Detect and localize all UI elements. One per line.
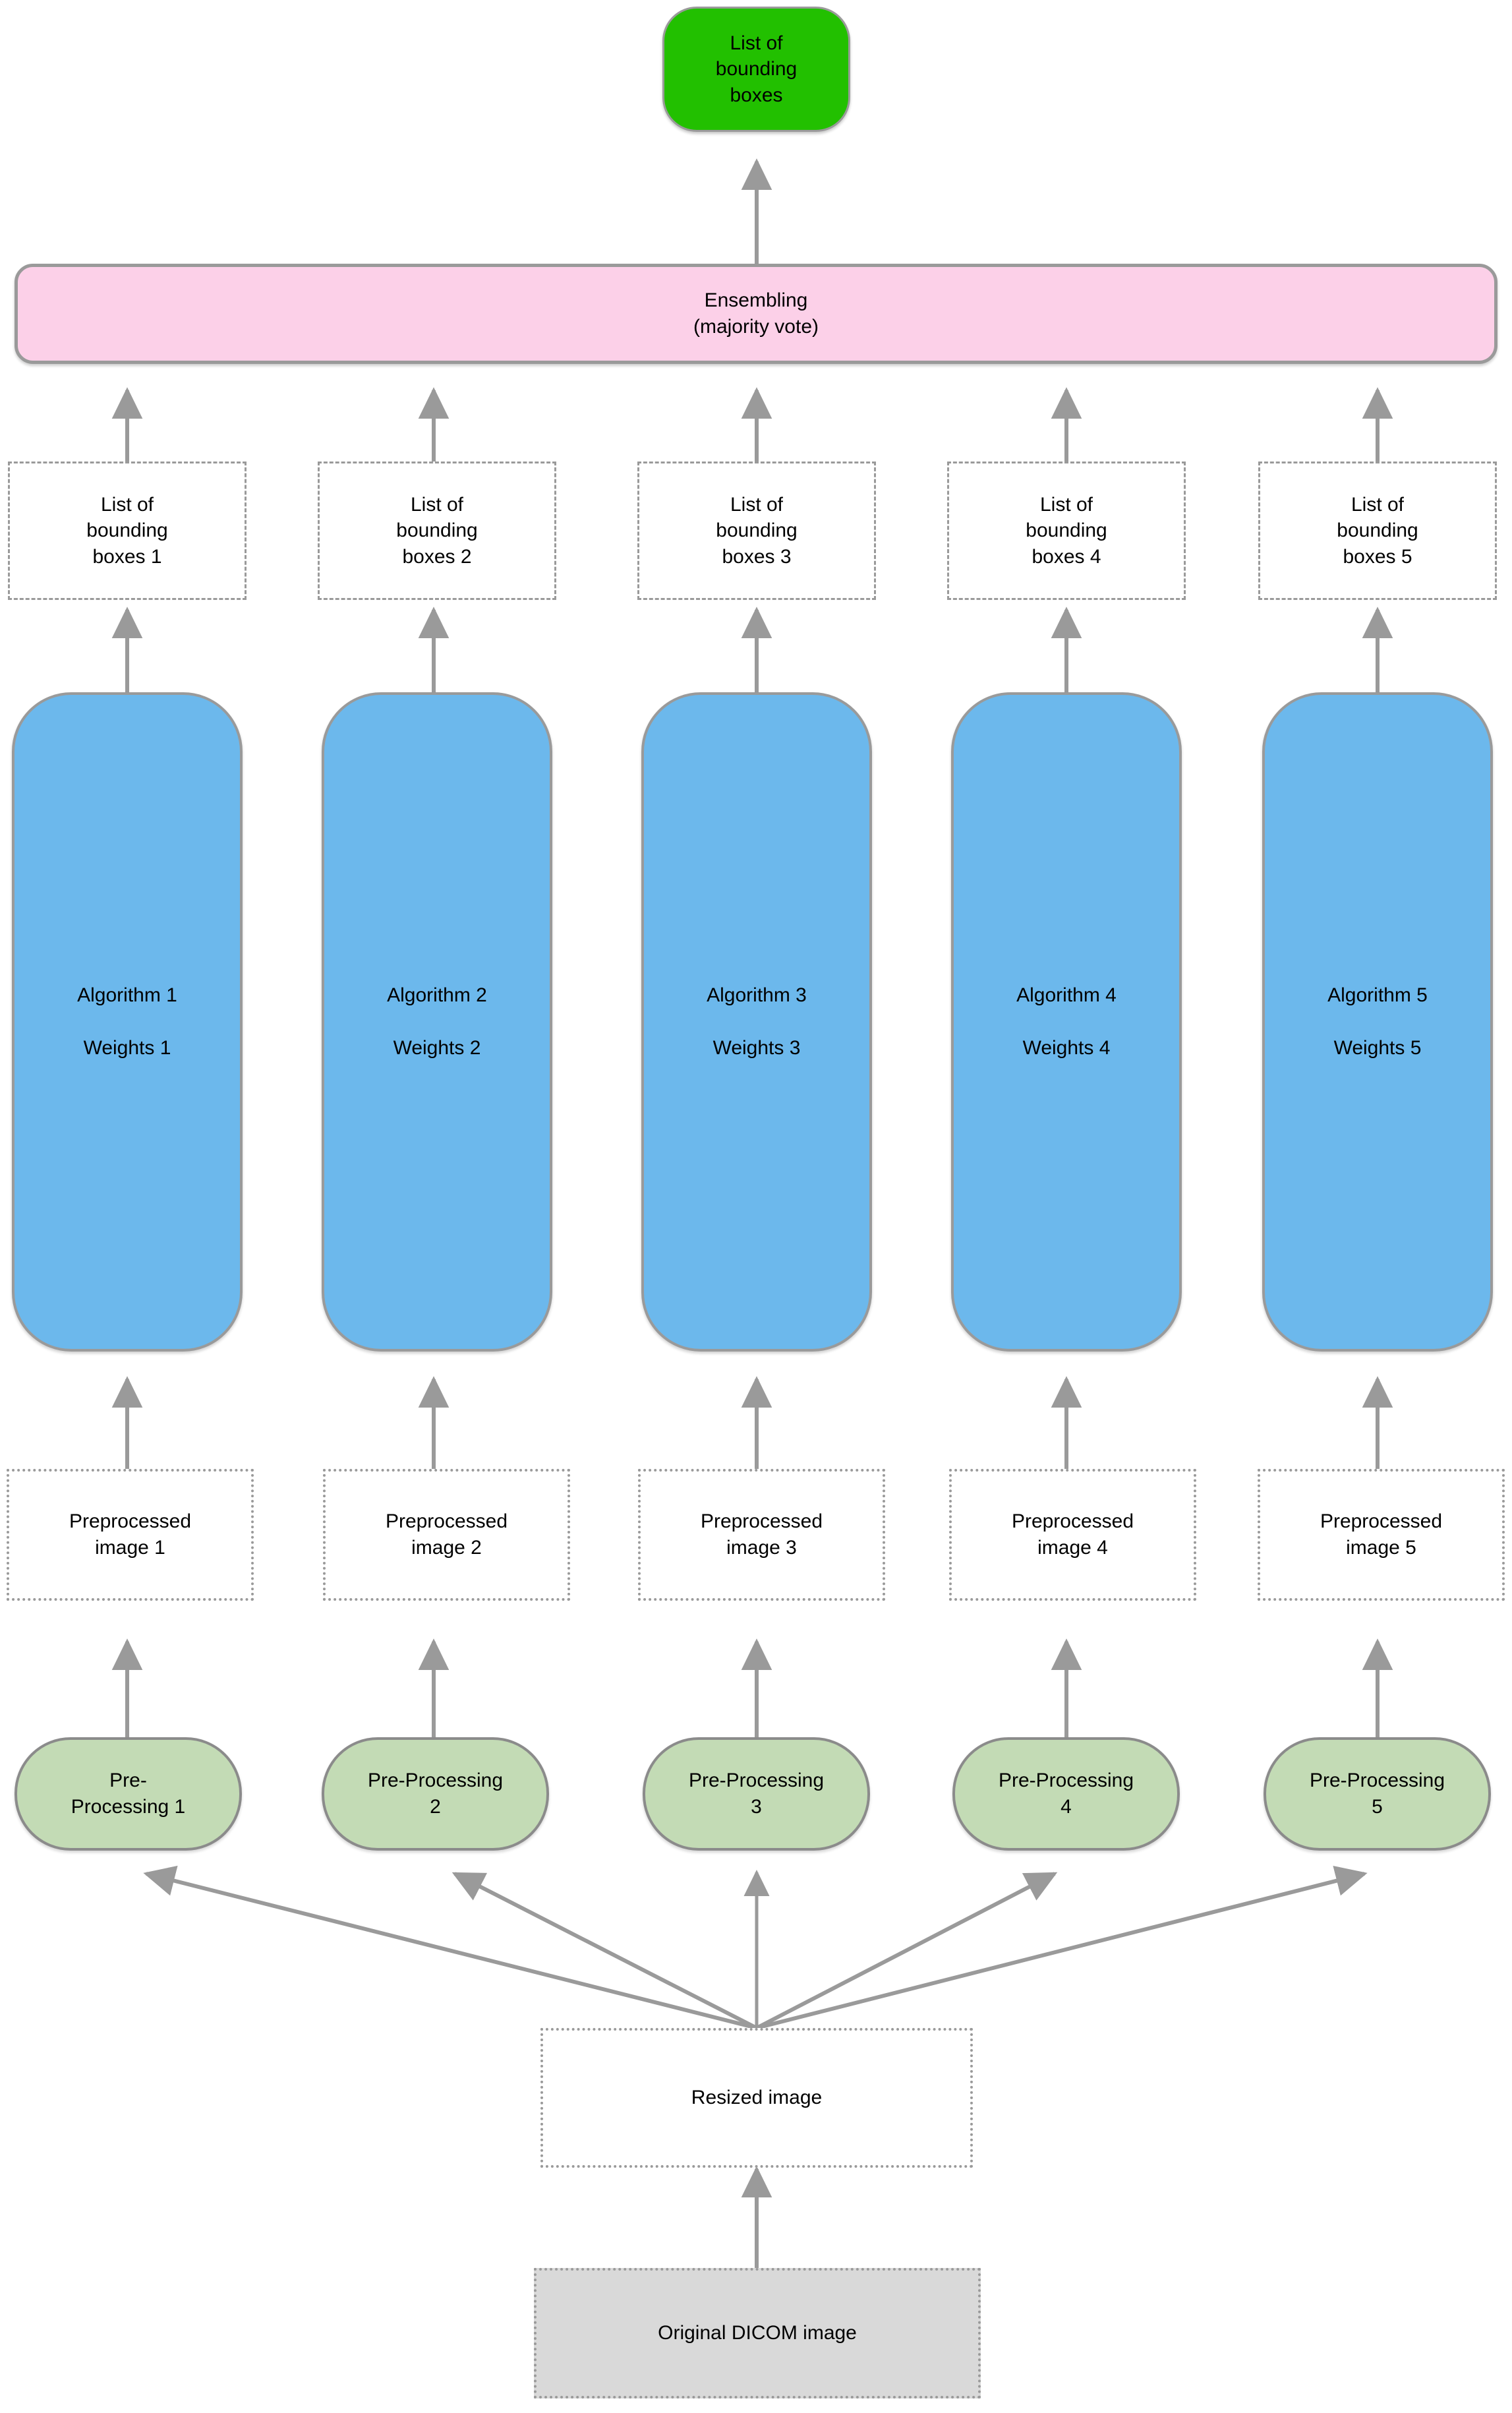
algorithm-node-2[interactable]: Algorithm 2 Weights 2 <box>322 692 552 1352</box>
preprocessing-node-2[interactable]: Pre-Processing 2 <box>322 1737 549 1851</box>
algorithm-1-weights: Weights 1 <box>83 1037 171 1059</box>
output-node-line-1: List of <box>730 32 783 54</box>
bblist-4-line-3: boxes 4 <box>1032 545 1101 568</box>
algorithm-5-name: Algorithm 5 <box>1327 984 1428 1007</box>
edge-resized-to-preprocessing-5 <box>756 1865 1368 2030</box>
preprocessed-image-2[interactable]: Preprocessed image 2 <box>323 1469 570 1601</box>
preprocessing-node-4[interactable]: Pre-Processing 4 <box>952 1737 1180 1851</box>
bblist-3-line-3: boxes 3 <box>722 545 792 568</box>
edge-resized-to-preprocessing-1 <box>143 1865 757 2030</box>
preprocessed-2-line-2: image 2 <box>411 1537 482 1559</box>
algorithm-5-weights: Weights 5 <box>1333 1037 1422 1059</box>
source-dicom-image-label: Original DICOM image <box>658 2322 857 2344</box>
resized-image-label: Resized image <box>691 2087 823 2109</box>
edge-resized-to-preprocessing-2 <box>451 1872 758 2030</box>
preprocessed-4-line-1: Preprocessed <box>1011 1510 1134 1533</box>
preprocessed-2-line-1: Preprocessed <box>385 1510 508 1533</box>
preprocessing-4-line-1: Pre-Processing <box>998 1770 1134 1792</box>
preprocessed-5-line-1: Preprocessed <box>1320 1510 1443 1533</box>
preprocessing-3-line-2: 3 <box>751 1796 762 1818</box>
source-dicom-image-node[interactable]: Original DICOM image <box>534 2268 981 2398</box>
bblist-2-line-2: bounding <box>396 520 478 542</box>
output-bounding-boxes-node[interactable]: List of bounding boxes <box>662 7 850 132</box>
preprocessed-1-line-2: image 1 <box>95 1537 165 1559</box>
bblist-4-line-1: List of <box>1039 493 1093 516</box>
preprocessing-2-line-1: Pre-Processing <box>367 1770 504 1792</box>
algorithm-node-3[interactable]: Algorithm 3 Weights 3 <box>641 692 872 1352</box>
ensembling-line-1: Ensembling <box>704 289 808 312</box>
preprocessing-1-line-1: Pre- <box>109 1770 147 1792</box>
preprocessed-image-1[interactable]: Preprocessed image 1 <box>7 1469 254 1601</box>
preprocessing-5-line-2: 5 <box>1372 1796 1383 1818</box>
preprocessed-4-line-2: image 4 <box>1037 1537 1108 1559</box>
bblist-3-line-1: List of <box>730 493 784 516</box>
resized-image-node[interactable]: Resized image <box>540 2028 973 2168</box>
algorithm-node-5[interactable]: Algorithm 5 Weights 5 <box>1262 692 1493 1352</box>
bounding-box-list-5[interactable]: List of bounding boxes 5 <box>1258 462 1497 600</box>
algorithm-node-4[interactable]: Algorithm 4 Weights 4 <box>951 692 1182 1352</box>
algorithm-2-name: Algorithm 2 <box>387 984 487 1007</box>
algorithm-node-1[interactable]: Algorithm 1 Weights 1 <box>12 692 243 1352</box>
preprocessing-node-3[interactable]: Pre-Processing 3 <box>643 1737 870 1851</box>
bblist-1-line-3: boxes 1 <box>92 545 162 568</box>
output-node-line-2: bounding <box>715 58 798 80</box>
preprocessing-1-line-2: Processing 1 <box>71 1796 186 1818</box>
bblist-5-line-3: boxes 5 <box>1343 545 1412 568</box>
bblist-2-line-1: List of <box>410 493 464 516</box>
bblist-3-line-2: bounding <box>716 520 798 542</box>
preprocessed-image-4[interactable]: Preprocessed image 4 <box>949 1469 1196 1601</box>
bounding-box-list-3[interactable]: List of bounding boxes 3 <box>637 462 876 600</box>
preprocessing-node-5[interactable]: Pre-Processing 5 <box>1264 1737 1491 1851</box>
preprocessing-3-line-1: Pre-Processing <box>688 1770 825 1792</box>
preprocessed-3-line-2: image 3 <box>726 1537 797 1559</box>
preprocessed-3-line-1: Preprocessed <box>700 1510 823 1533</box>
bounding-box-list-1[interactable]: List of bounding boxes 1 <box>8 462 247 600</box>
bblist-1-line-2: bounding <box>86 520 168 542</box>
ensembling-node[interactable]: Ensembling (majority vote) <box>15 264 1497 364</box>
bblist-4-line-2: bounding <box>1026 520 1107 542</box>
algorithm-2-weights: Weights 2 <box>393 1037 481 1059</box>
algorithm-3-name: Algorithm 3 <box>707 984 807 1007</box>
preprocessed-image-5[interactable]: Preprocessed image 5 <box>1258 1469 1505 1601</box>
preprocessing-node-1[interactable]: Pre- Processing 1 <box>15 1737 242 1851</box>
preprocessed-1-line-1: Preprocessed <box>69 1510 192 1533</box>
preprocessed-5-line-2: image 5 <box>1346 1537 1416 1559</box>
bblist-5-line-2: bounding <box>1337 520 1418 542</box>
algorithm-3-weights: Weights 3 <box>712 1037 801 1059</box>
preprocessing-2-line-2: 2 <box>430 1796 441 1818</box>
algorithm-1-name: Algorithm 1 <box>77 984 177 1007</box>
preprocessing-4-line-2: 4 <box>1061 1796 1072 1818</box>
bounding-box-list-2[interactable]: List of bounding boxes 2 <box>318 462 556 600</box>
ensembling-line-2: (majority vote) <box>693 316 819 338</box>
bounding-box-list-4[interactable]: List of bounding boxes 4 <box>947 462 1186 600</box>
edge-resized-to-preprocessing-4 <box>755 1872 1058 2030</box>
bblist-5-line-1: List of <box>1351 493 1405 516</box>
algorithm-4-weights: Weights 4 <box>1022 1037 1111 1059</box>
bblist-2-line-3: boxes 2 <box>402 545 472 568</box>
output-node-line-3: boxes <box>730 84 783 106</box>
preprocessing-5-line-1: Pre-Processing <box>1309 1770 1445 1792</box>
bblist-1-line-1: List of <box>100 493 154 516</box>
preprocessed-image-3[interactable]: Preprocessed image 3 <box>638 1469 885 1601</box>
algorithm-4-name: Algorithm 4 <box>1016 984 1117 1007</box>
